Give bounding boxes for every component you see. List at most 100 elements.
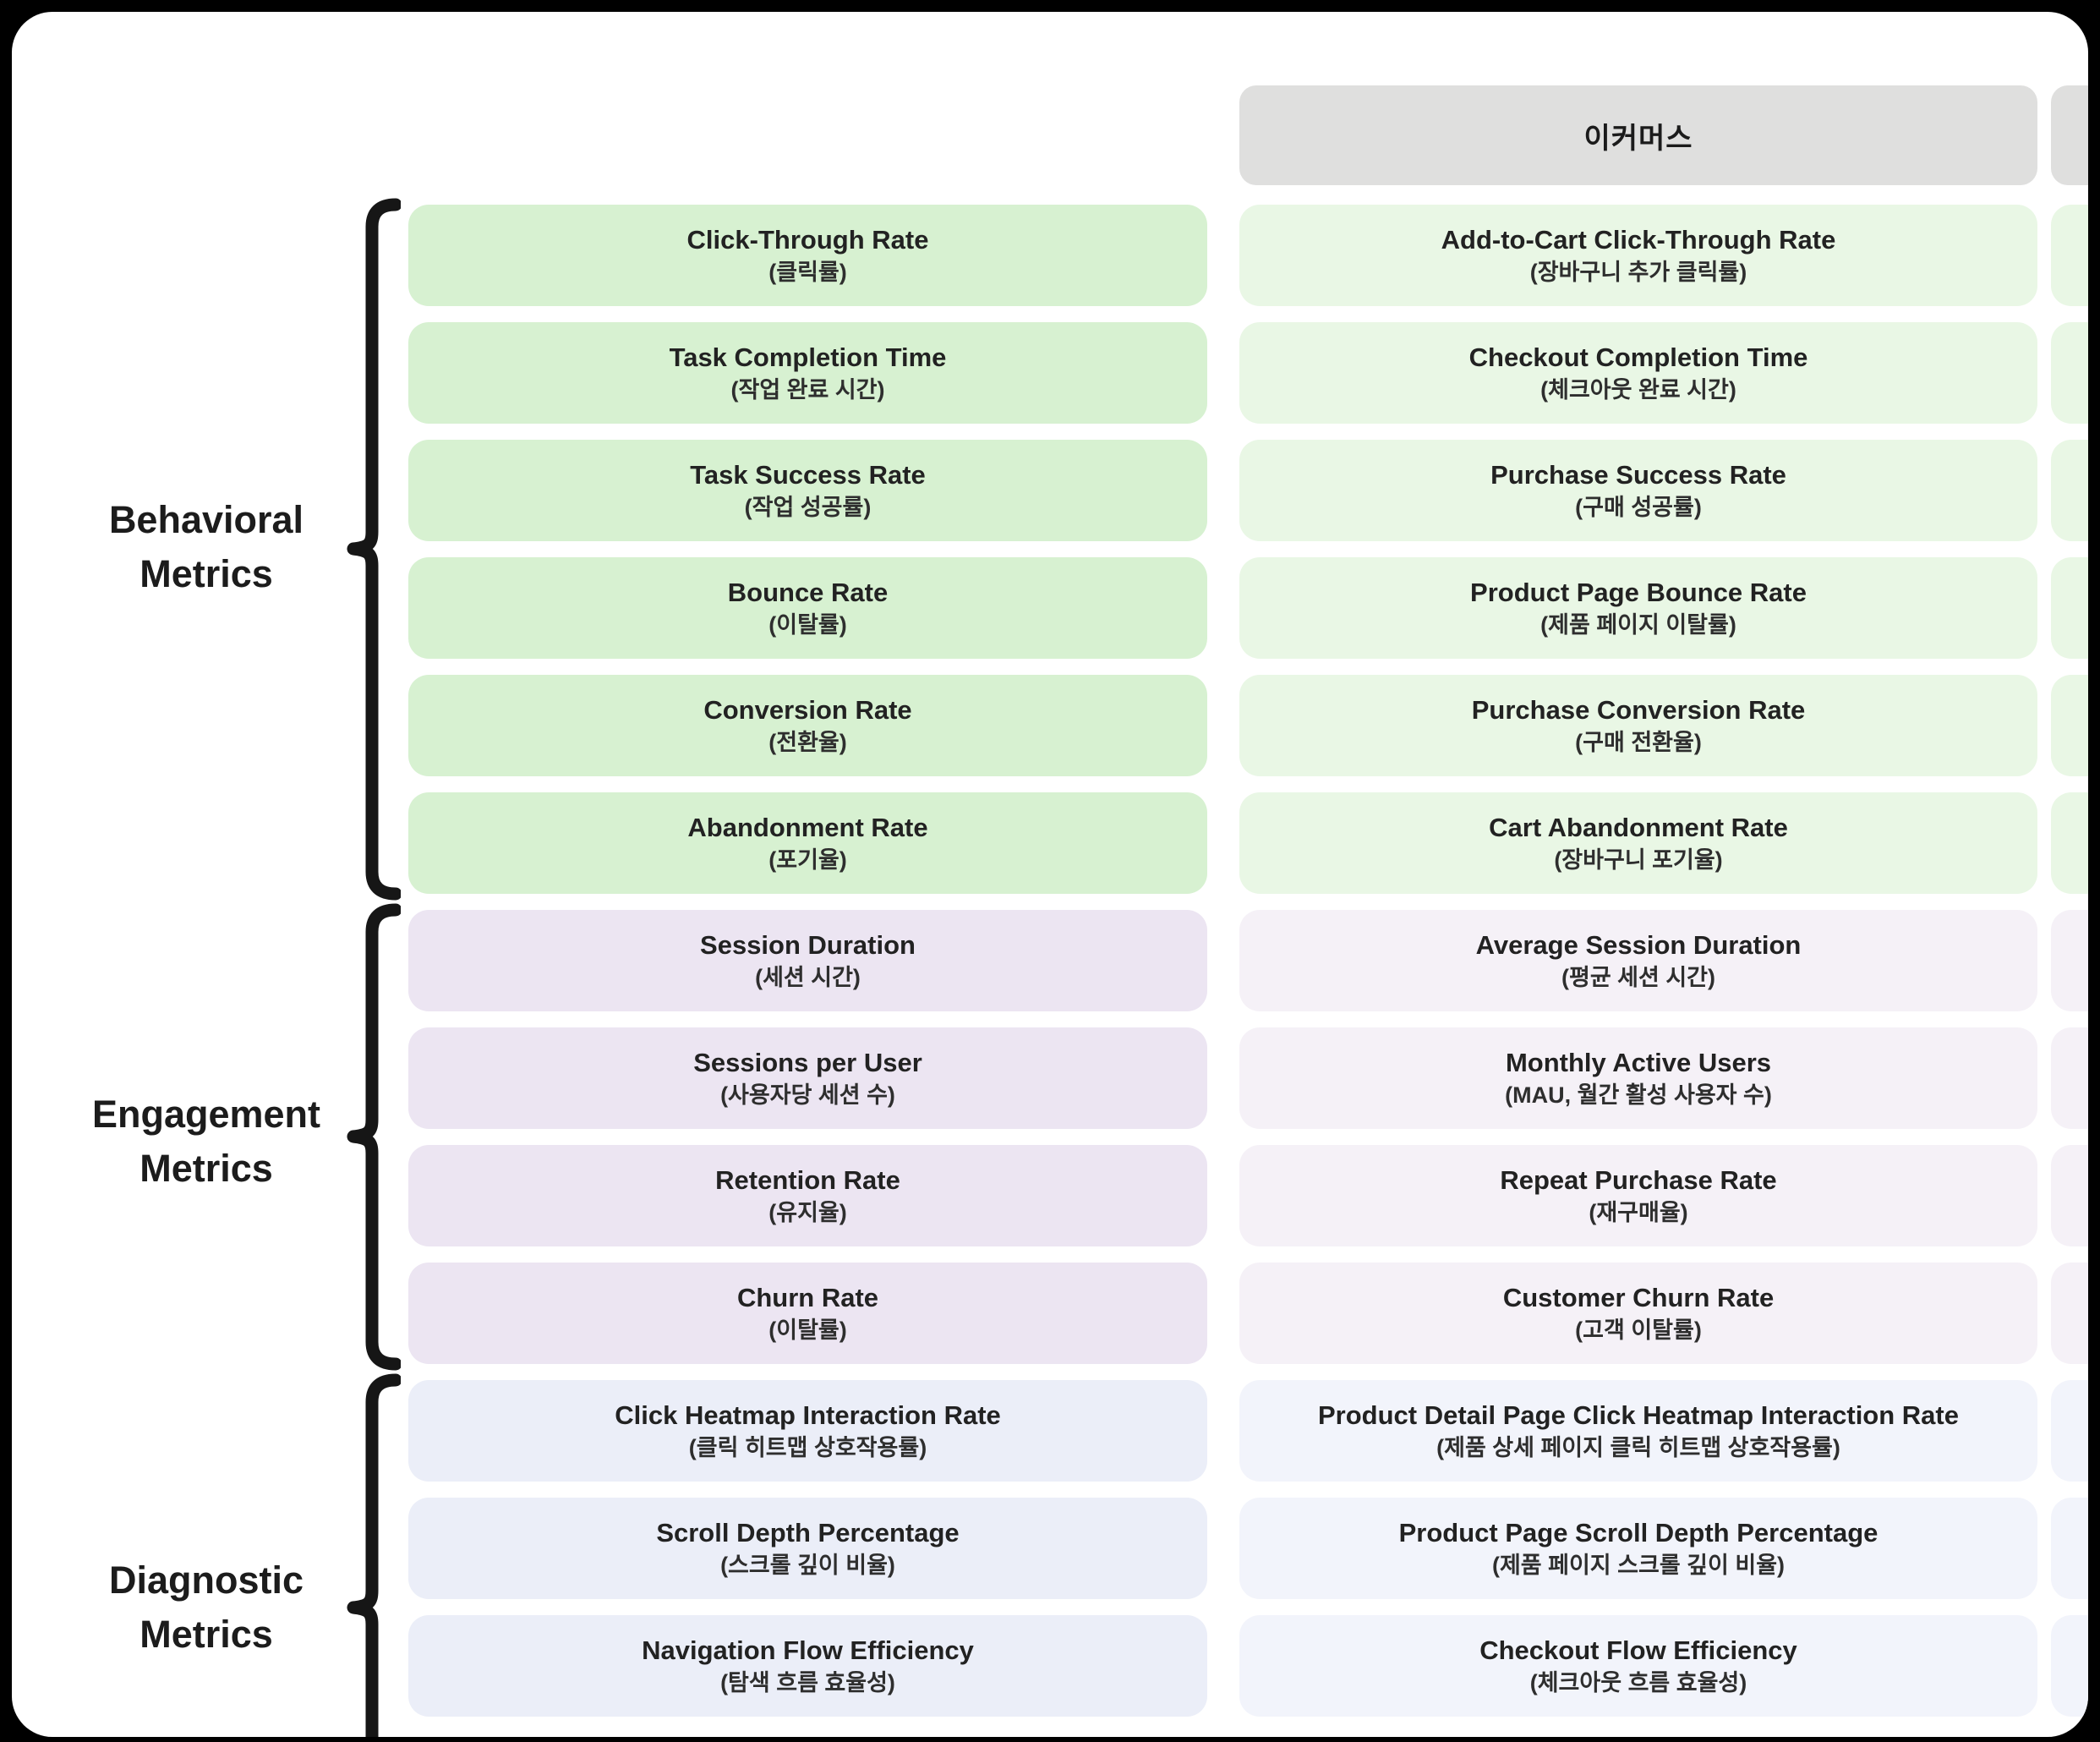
- brace-engagement: [347, 903, 401, 1371]
- metric-box-generic: Click Heatmap Interaction Rate (클릭 히트맵 상…: [408, 1380, 1207, 1482]
- section-label-engagement: Engagement Metrics: [46, 1087, 367, 1196]
- metric-subtitle: (제품 페이지 이탈률): [1540, 611, 1736, 638]
- metric-box-generic: Scroll Depth Percentage (스크롤 깊이 비율): [408, 1498, 1207, 1599]
- metric-title: Churn Rate: [736, 1282, 879, 1312]
- metric-title: Customer Churn Rate: [1502, 1282, 1775, 1312]
- metric-subtitle: (클릭률): [768, 259, 847, 285]
- metric-title: Checkout Completion Time: [1468, 342, 1808, 372]
- section-label-line: Metrics: [139, 1147, 273, 1190]
- metric-subtitle: (장바구니 추가 클릭률): [1529, 259, 1747, 285]
- metric-subtitle: (제품 상세 페이지 클릭 히트맵 상호작용률): [1436, 1434, 1840, 1460]
- metric-box-clipped: [2051, 1380, 2088, 1482]
- metric-title: Navigation Flow Efficiency: [642, 1635, 974, 1665]
- metric-box-generic: Abandonment Rate (포기율): [408, 792, 1207, 894]
- metric-title: Scroll Depth Percentage: [656, 1517, 960, 1548]
- metric-box-ecommerce: Cart Abandonment Rate (장바구니 포기율): [1239, 792, 2037, 894]
- section-label-line: Metrics: [139, 552, 273, 595]
- metric-subtitle: (재구매율): [1589, 1199, 1688, 1225]
- canvas: 이커머스 Behavioral Metrics Engagement Metri…: [12, 12, 2088, 1737]
- metric-box-clipped: [2051, 1498, 2088, 1599]
- metric-box-generic: Churn Rate (이탈률): [408, 1263, 1207, 1364]
- metric-title: Click-Through Rate: [686, 224, 929, 255]
- metric-box-generic: Task Completion Time (작업 완료 시간): [408, 322, 1207, 424]
- metric-subtitle: (장바구니 포기율): [1554, 846, 1723, 873]
- metric-subtitle: (스크롤 깊이 비율): [720, 1552, 895, 1578]
- metric-box-ecommerce: Product Page Scroll Depth Percentage (제품…: [1239, 1498, 2037, 1599]
- metric-box-clipped: [2051, 1615, 2088, 1717]
- metric-subtitle: (작업 완료 시간): [730, 376, 885, 403]
- metric-box-generic: Click-Through Rate (클릭률): [408, 205, 1207, 306]
- metric-box-ecommerce: Product Page Bounce Rate (제품 페이지 이탈률): [1239, 557, 2037, 659]
- metric-box-ecommerce: Product Detail Page Click Heatmap Intera…: [1239, 1380, 2037, 1482]
- metric-subtitle: (구매 전환율): [1575, 729, 1702, 755]
- metric-title: Purchase Success Rate: [1490, 459, 1786, 490]
- section-label-diagnostic: Diagnostic Metrics: [46, 1553, 367, 1662]
- metric-box-generic: Conversion Rate (전환율): [408, 675, 1207, 776]
- metric-title: Monthly Active Users: [1505, 1047, 1772, 1077]
- metric-title: Click Heatmap Interaction Rate: [615, 1400, 1001, 1430]
- metric-box-generic: Sessions per User (사용자당 세션 수): [408, 1027, 1207, 1129]
- metric-box-clipped: [2051, 910, 2088, 1011]
- metric-title: Cart Abandonment Rate: [1489, 812, 1788, 842]
- metric-title: Task Completion Time: [669, 342, 947, 372]
- metric-box-ecommerce: Checkout Flow Efficiency (체크아웃 흐름 효율성): [1239, 1615, 2037, 1717]
- metric-subtitle: (작업 성공률): [744, 494, 872, 520]
- metric-subtitle: (제품 페이지 스크롤 깊이 비율): [1491, 1552, 1786, 1578]
- metric-subtitle: (사용자당 세션 수): [720, 1082, 895, 1108]
- metric-title: Product Page Scroll Depth Percentage: [1398, 1517, 1879, 1548]
- metric-title: Conversion Rate: [703, 694, 912, 725]
- metric-subtitle: (체크아웃 완료 시간): [1540, 376, 1736, 403]
- metric-subtitle: (클릭 히트맵 상호작용률): [688, 1434, 927, 1460]
- section-label-line: Behavioral: [108, 498, 304, 541]
- metric-subtitle: (세션 시간): [755, 964, 861, 990]
- metric-subtitle: (유지율): [768, 1199, 847, 1225]
- metric-title: Retention Rate: [715, 1164, 900, 1195]
- clipped-column-header: [2051, 85, 2088, 185]
- metric-title: Bounce Rate: [727, 577, 889, 607]
- ecommerce-column-header: 이커머스: [1239, 85, 2037, 185]
- section-label-behavioral: Behavioral Metrics: [46, 493, 367, 601]
- metric-subtitle: (전환율): [768, 729, 847, 755]
- metric-title: Abandonment Rate: [687, 812, 928, 842]
- metric-box-clipped: [2051, 557, 2088, 659]
- metric-title: Repeat Purchase Rate: [1500, 1164, 1777, 1195]
- metric-box-generic: Session Duration (세션 시간): [408, 910, 1207, 1011]
- metric-box-clipped: [2051, 205, 2088, 306]
- metric-box-ecommerce: Average Session Duration (평균 세션 시간): [1239, 910, 2037, 1011]
- metric-title: Checkout Flow Efficiency: [1479, 1635, 1797, 1665]
- metric-box-ecommerce: Customer Churn Rate (고객 이탈률): [1239, 1263, 2037, 1364]
- section-label-line: Metrics: [139, 1613, 273, 1656]
- metric-box-generic: Bounce Rate (이탈률): [408, 557, 1207, 659]
- metric-box-ecommerce: Purchase Conversion Rate (구매 전환율): [1239, 675, 2037, 776]
- brace-behavioral: [347, 198, 401, 901]
- metric-title: Purchase Conversion Rate: [1471, 694, 1806, 725]
- metric-title: Task Success Rate: [690, 459, 926, 490]
- metric-subtitle: (구매 성공률): [1575, 494, 1702, 520]
- metric-box-clipped: [2051, 1027, 2088, 1129]
- metric-box-generic: Retention Rate (유지율): [408, 1145, 1207, 1246]
- metric-title: Product Detail Page Click Heatmap Intera…: [1318, 1400, 1959, 1430]
- metric-title: Session Duration: [700, 929, 916, 960]
- metric-box-clipped: [2051, 440, 2088, 541]
- metric-box-ecommerce: Checkout Completion Time (체크아웃 완료 시간): [1239, 322, 2037, 424]
- metric-subtitle: (포기율): [768, 846, 847, 873]
- section-label-line: Engagement: [91, 1093, 321, 1136]
- metric-box-ecommerce: Repeat Purchase Rate (재구매율): [1239, 1145, 2037, 1246]
- metric-subtitle: (고객 이탈률): [1575, 1317, 1702, 1343]
- metric-subtitle: (이탈률): [768, 611, 847, 638]
- metric-title: Sessions per User: [693, 1047, 922, 1077]
- metric-box-clipped: [2051, 1263, 2088, 1364]
- metric-title: Product Page Bounce Rate: [1470, 577, 1807, 607]
- brace-diagnostic: [347, 1373, 401, 1737]
- metric-subtitle: (체크아웃 흐름 효율성): [1529, 1669, 1747, 1695]
- metric-box-clipped: [2051, 675, 2088, 776]
- section-label-line: Diagnostic: [108, 1558, 304, 1602]
- metric-title: Add-to-Cart Click-Through Rate: [1441, 224, 1836, 255]
- metric-subtitle: (MAU, 월간 활성 사용자 수): [1505, 1082, 1772, 1108]
- metric-box-generic: Task Success Rate (작업 성공률): [408, 440, 1207, 541]
- metric-title: Average Session Duration: [1475, 929, 1802, 960]
- metric-box-generic: Navigation Flow Efficiency (탐색 흐름 효율성): [408, 1615, 1207, 1717]
- metric-box-clipped: [2051, 1145, 2088, 1246]
- metric-box-ecommerce: Add-to-Cart Click-Through Rate (장바구니 추가 …: [1239, 205, 2037, 306]
